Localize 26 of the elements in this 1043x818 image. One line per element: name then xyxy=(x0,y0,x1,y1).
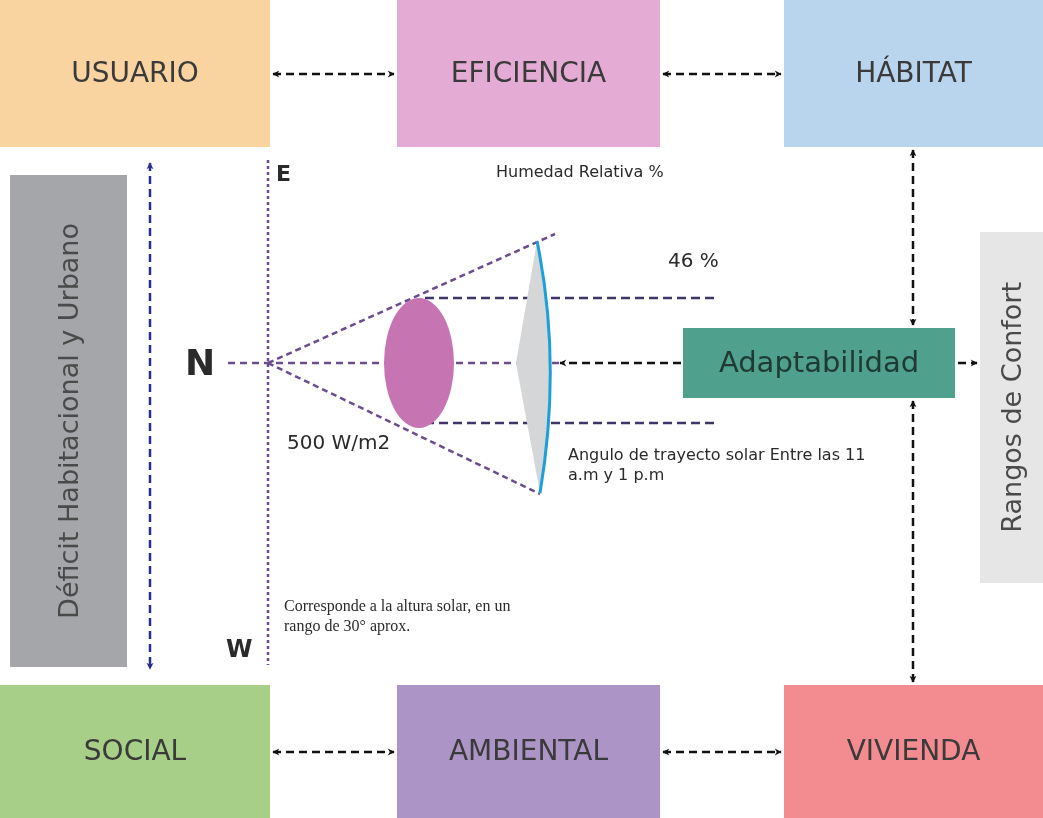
arrow xyxy=(662,70,782,78)
arrow xyxy=(272,748,395,756)
annotation-text: 46 % xyxy=(668,248,719,273)
annotation-text: Angulo de trayecto solar Entre las 11 a.m y 1 p.m xyxy=(568,445,867,485)
arrow xyxy=(909,149,917,326)
annotation-text: E xyxy=(276,160,292,188)
arrow xyxy=(146,162,154,670)
annotation-text: Humedad Relativa % xyxy=(496,162,664,182)
annotation-text: W xyxy=(226,634,253,664)
annotation-text: 500 W/m2 xyxy=(287,430,391,455)
side-panel: Déficit Habitacional y Urbano xyxy=(10,175,127,667)
arrow xyxy=(662,748,782,756)
arrow xyxy=(559,359,681,367)
annotation-text: N xyxy=(185,341,216,385)
concept-box: USUARIO xyxy=(0,0,270,147)
arrow xyxy=(958,359,978,367)
arrow xyxy=(272,70,395,78)
arrow xyxy=(909,400,917,683)
annotation-text: Corresponde a la altura solar, en un rango de 30° aprox. xyxy=(284,596,512,636)
side-panel: Rangos de Confort xyxy=(980,232,1043,583)
concept-box: EFICIENCIA xyxy=(397,0,660,147)
concept-box: HÁBITAT xyxy=(784,0,1043,147)
concept-box: SOCIAL xyxy=(0,685,270,818)
concept-box: Adaptabilidad xyxy=(683,328,955,398)
concept-box: AMBIENTAL xyxy=(397,685,660,818)
concept-box: VIVIENDA xyxy=(784,685,1043,818)
